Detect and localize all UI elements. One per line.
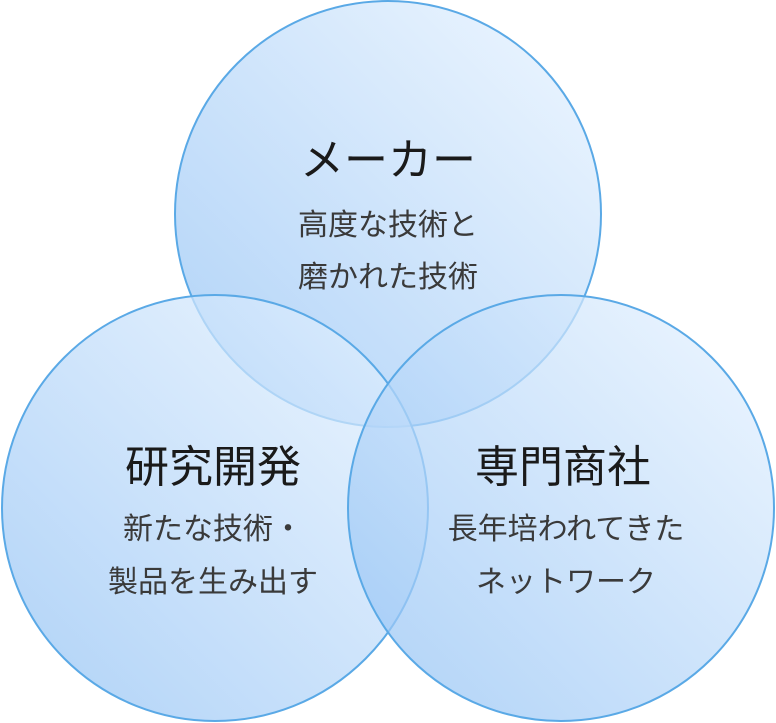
circle-trading xyxy=(347,294,775,722)
circle-trading-line-1: 長年培われてきた xyxy=(448,512,685,547)
circle-rnd-line-2: 製品を生み出す xyxy=(108,565,318,600)
circle-rnd-line-1: 新たな技術・ xyxy=(123,512,303,547)
circle-maker-title: メーカー xyxy=(300,135,476,186)
circle-rnd-title: 研究開発 xyxy=(125,442,301,493)
circle-trading-title: 専門商社 xyxy=(475,442,651,493)
circle-maker-line-2: 磨かれた技術 xyxy=(298,260,478,295)
circle-maker-line-1: 高度な技術と xyxy=(298,208,478,243)
circle-trading-line-2: ネットワーク xyxy=(476,565,656,600)
